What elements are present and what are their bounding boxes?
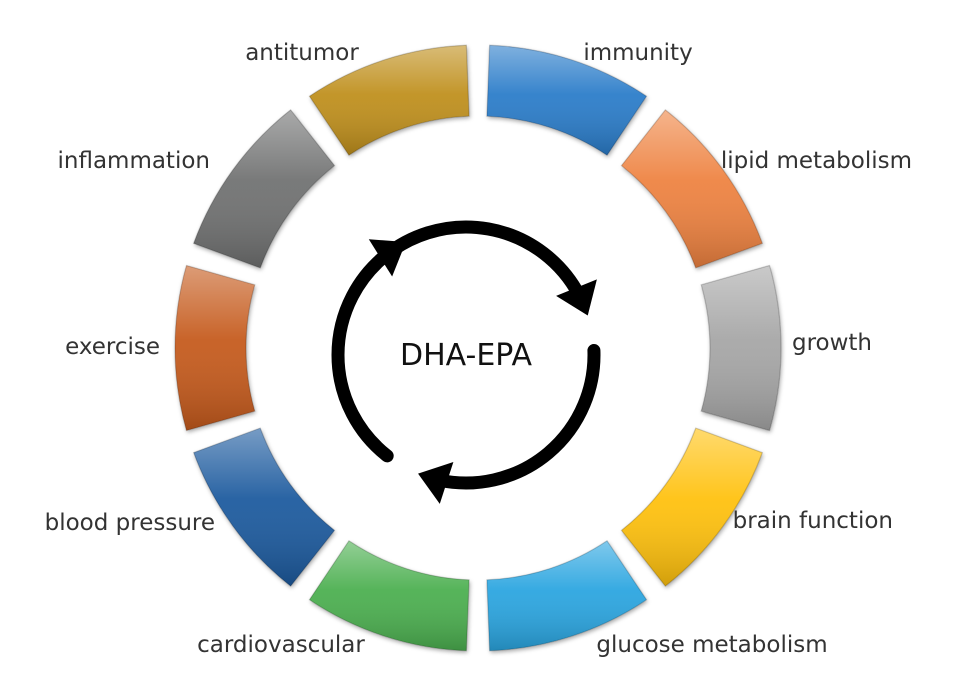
cycle-arrow-2 — [432, 344, 601, 490]
segment-brain-function — [620, 427, 764, 587]
segment-label-cardiovascular: cardiovascular — [197, 632, 365, 658]
segment-cardiovascular-gloss — [308, 539, 470, 652]
segment-blood-pressure — [192, 427, 336, 587]
segment-ring — [174, 44, 782, 652]
segment-cardiovascular — [308, 539, 470, 652]
segment-exercise — [174, 264, 256, 432]
segment-label-growth: growth — [792, 330, 872, 356]
center-label: DHA-EPA — [400, 338, 532, 373]
segment-exercise-gloss — [174, 264, 256, 432]
segment-label-glucose-metabolism: glucose metabolism — [596, 632, 827, 658]
segment-glucose-metabolism — [486, 539, 648, 652]
segment-label-inflammation: inflammation — [57, 148, 210, 174]
segment-glucose-metabolism-gloss — [486, 539, 648, 652]
segment-blood-pressure-gloss — [192, 427, 336, 587]
segment-labels: immunity lipid metabolism growth brain func… — [45, 40, 912, 658]
cycle-arrows — [331, 220, 601, 504]
segment-label-exercise: exercise — [65, 334, 160, 360]
segment-label-antitumor: antitumor — [245, 40, 359, 66]
segment-growth-gloss — [700, 264, 782, 432]
cycle-arrow-3-head-icon — [368, 239, 406, 277]
segment-label-lipid-metabolism: lipid metabolism — [721, 148, 912, 174]
segment-lipid-metabolism-gloss — [620, 109, 764, 269]
segment-label-brain-function: brain function — [733, 508, 893, 534]
cycle-arrow-2-head-icon — [418, 462, 454, 504]
segment-label-blood-pressure: blood pressure — [45, 510, 215, 536]
segment-label-immunity: immunity — [583, 40, 692, 66]
segment-growth — [700, 264, 782, 432]
cycle-arrow-3 — [331, 247, 394, 463]
segment-antitumor — [308, 44, 470, 157]
segment-brain-function-gloss — [620, 427, 764, 587]
segment-lipid-metabolism — [620, 109, 764, 269]
cycle-arrow-1-head-icon — [556, 279, 597, 316]
segment-inflammation — [192, 109, 336, 269]
segment-immunity — [486, 44, 648, 157]
segment-antitumor-gloss — [308, 44, 470, 157]
segment-immunity-gloss — [486, 44, 648, 157]
segment-inflammation-gloss — [192, 109, 336, 269]
cycle-arrow-1 — [373, 220, 586, 302]
